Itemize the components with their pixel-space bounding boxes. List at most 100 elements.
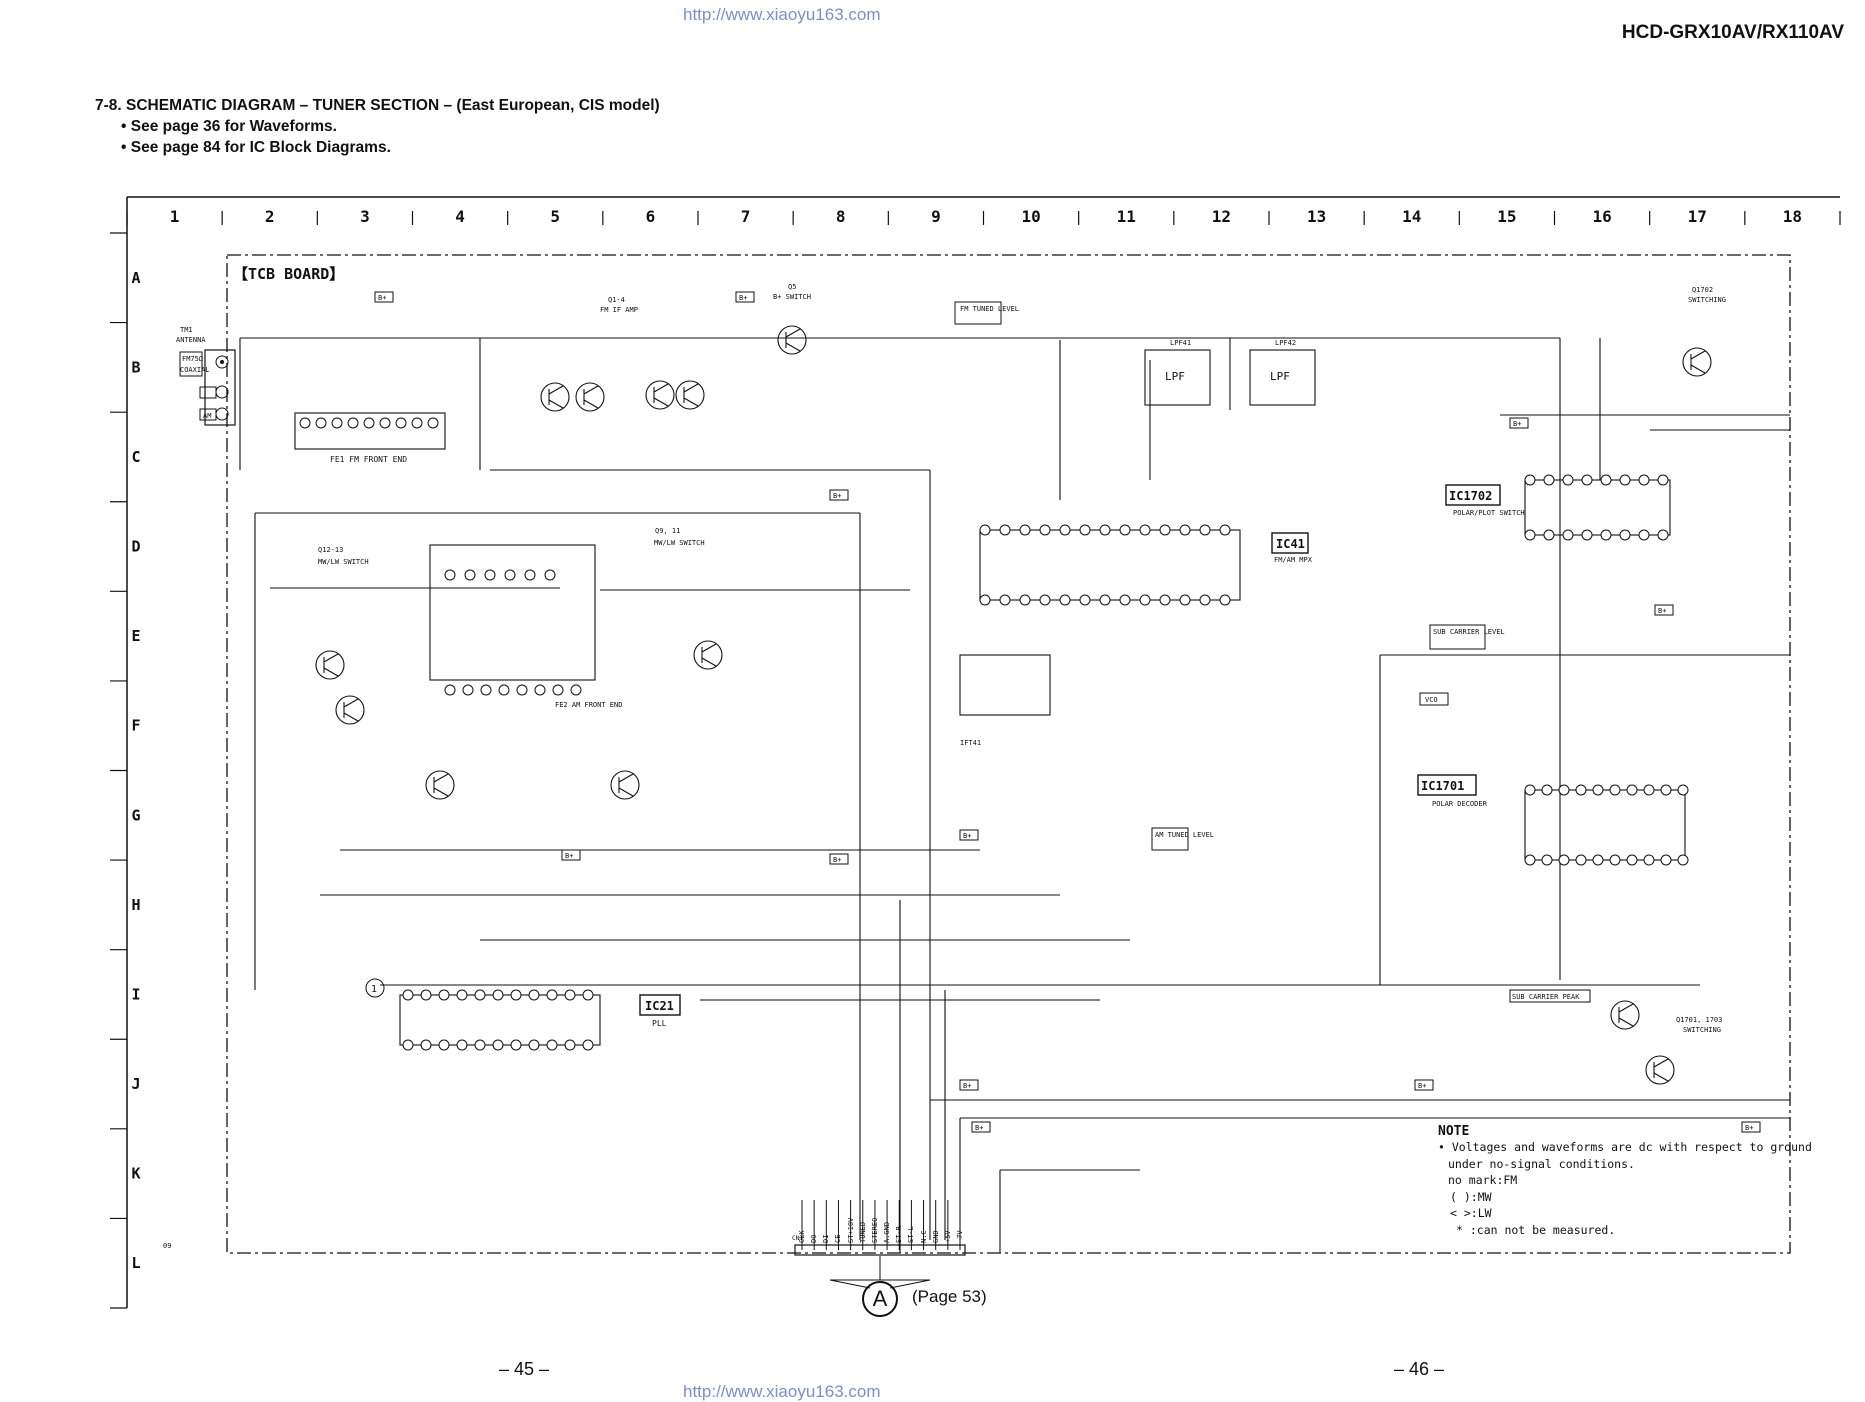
board-outline xyxy=(226,254,1791,1254)
column-label-12: 12 xyxy=(1212,207,1231,226)
title-note-waveforms: • See page 36 for Waveforms. xyxy=(121,118,337,135)
row-label-F: F xyxy=(131,717,140,735)
column-label-5: 5 xyxy=(550,207,560,226)
svg-text:B+: B+ xyxy=(833,492,841,500)
ic1702-desc: POLAR/PLOT SWITCH xyxy=(1453,509,1525,517)
lpf42-body: LPF xyxy=(1270,370,1290,383)
connector-pin-label: GND xyxy=(931,1230,940,1243)
antenna-fm: FM75Ω xyxy=(182,355,203,363)
q1702-desc: SWITCHING xyxy=(1688,296,1726,304)
q1702-label: Q1702 xyxy=(1692,286,1713,294)
connector-pin-label: STEREO xyxy=(870,1217,879,1243)
antenna-tm1: TM1 xyxy=(180,326,193,334)
column-label-16: 16 xyxy=(1592,207,1611,226)
ic1701-desc: POLAR DECODER xyxy=(1432,800,1488,808)
fe2-label: FE2 AM FRONT END xyxy=(555,701,622,709)
fe1-label: FE1 FM FRONT END xyxy=(330,455,407,464)
title-note-ic-block: • See page 84 for IC Block Diagrams. xyxy=(121,139,391,156)
antenna-coaxial: COAXIAL xyxy=(180,366,210,374)
q12-13-desc: MW/LW SWITCH xyxy=(318,558,369,566)
column-label-17: 17 xyxy=(1688,207,1707,226)
column-label-9: 9 xyxy=(931,207,941,226)
sub-carrier-level: SUB CARRIER LEVEL xyxy=(1433,628,1505,636)
note-heading: NOTE xyxy=(1438,1124,1470,1139)
note-line-5: < >:LW xyxy=(1450,1206,1492,1220)
column-label-14: 14 xyxy=(1402,207,1421,226)
sub-carrier-peak: SUB CARRIER PEAK xyxy=(1512,993,1580,1001)
board-corner-code: 09 xyxy=(163,1242,171,1250)
ic41-desc: FM/AM MPX xyxy=(1274,556,1313,564)
fm-tuned-label: FM TUNED LEVEL xyxy=(960,305,1019,313)
q5-desc: B+ SWITCH xyxy=(773,293,811,301)
connector-pin-label: CE xyxy=(834,1234,843,1243)
row-label-L: L xyxy=(131,1254,140,1272)
row-label-I: I xyxy=(131,985,140,1003)
bottom-url[interactable]: http://www.xiaoyu163.com xyxy=(683,1382,881,1401)
column-label-18: 18 xyxy=(1783,207,1802,226)
q1-4-label: Q1-4 xyxy=(608,296,625,304)
row-label-D: D xyxy=(131,538,140,556)
column-label-15: 15 xyxy=(1497,207,1516,226)
svg-text:B+: B+ xyxy=(1658,607,1666,615)
note-block: NOTE • Voltages and waveforms are dc wit… xyxy=(1438,1124,1812,1238)
note-line-4: ( ):MW xyxy=(1450,1189,1492,1204)
note-line-1: • Voltages and waveforms are dc with res… xyxy=(1438,1140,1812,1154)
connector-pin-label: ST-L xyxy=(907,1226,916,1243)
lpf41-body: LPF xyxy=(1165,370,1185,383)
column-label-4: 4 xyxy=(455,207,465,226)
q9-11-label: Q9, 11 xyxy=(655,527,680,535)
note-line-2: under no-signal conditions. xyxy=(1448,1156,1635,1171)
q12-13-label: Q12-13 xyxy=(318,546,343,554)
column-label-8: 8 xyxy=(836,207,846,226)
svg-text:B+: B+ xyxy=(1418,1082,1426,1090)
row-label-K: K xyxy=(131,1165,140,1183)
column-label-11: 11 xyxy=(1117,207,1136,226)
connector-pin-label: TUNED xyxy=(858,1221,867,1243)
ic1702-name: IC1702 xyxy=(1449,489,1492,503)
column-label-7: 7 xyxy=(741,207,751,226)
model-number: HCD-GRX10AV/RX110AV xyxy=(1621,22,1844,43)
row-label-A: A xyxy=(131,269,140,287)
connector-pin-label: ST-R xyxy=(895,1226,904,1243)
lpf41-label: LPF41 xyxy=(1170,339,1191,347)
svg-text:B+: B+ xyxy=(739,294,747,302)
cn-name: CN1 xyxy=(792,1235,803,1242)
column-label-13: 13 xyxy=(1307,207,1326,226)
connector-page-ref[interactable]: (Page 53) xyxy=(912,1287,987,1306)
column-label-2: 2 xyxy=(265,207,275,226)
ic21-name: IC21 xyxy=(645,999,674,1013)
connector-pin-label: CLK xyxy=(798,1230,806,1243)
svg-text:B+: B+ xyxy=(975,1124,983,1132)
row-label-H: H xyxy=(131,896,140,914)
q1701-1703-desc: SWITCHING xyxy=(1683,1026,1721,1034)
am-tuned-label: AM TUNED LEVEL xyxy=(1155,831,1214,839)
wiring xyxy=(239,337,1790,1253)
column-label-10: 10 xyxy=(1021,207,1040,226)
title-line: 7-8. SCHEMATIC DIAGRAM – TUNER SECTION –… xyxy=(95,97,660,114)
connector-pin-label: +5V xyxy=(943,1230,952,1243)
row-label-B: B xyxy=(131,358,140,376)
svg-text:B+: B+ xyxy=(963,832,971,840)
ift41-label: IFT41 xyxy=(960,739,981,747)
connector-pin-label: -7V xyxy=(956,1230,964,1243)
connector-pin-label: DO xyxy=(810,1234,819,1243)
vco-label: VCO xyxy=(1425,696,1438,704)
diagram-title: 7-8. SCHEMATIC DIAGRAM – TUNER SECTION –… xyxy=(95,95,660,158)
row-label-E: E xyxy=(131,627,140,645)
antenna-am: AM xyxy=(203,412,211,420)
row-label-J: J xyxy=(131,1075,140,1093)
ic1701-name: IC1701 xyxy=(1421,779,1464,793)
connector-pin-label: DI xyxy=(822,1234,831,1243)
connector-pin-label: A.GND xyxy=(883,1221,892,1243)
ic41-name: IC41 xyxy=(1276,537,1305,551)
top-url[interactable]: http://www.xiaoyu163.com xyxy=(683,5,881,24)
row-label-G: G xyxy=(131,806,140,824)
q1701-1703-label: Q1701, 1703 xyxy=(1676,1016,1722,1024)
svg-text:B+: B+ xyxy=(833,856,841,864)
lpf42-label: LPF42 xyxy=(1275,339,1296,347)
board-label: 【TCB BOARD】 xyxy=(233,265,345,283)
note-line-6: * :can not be measured. xyxy=(1456,1222,1616,1237)
q1-4-desc: FM IF AMP xyxy=(600,306,638,314)
connector-pin-label: N.C xyxy=(919,1230,928,1243)
